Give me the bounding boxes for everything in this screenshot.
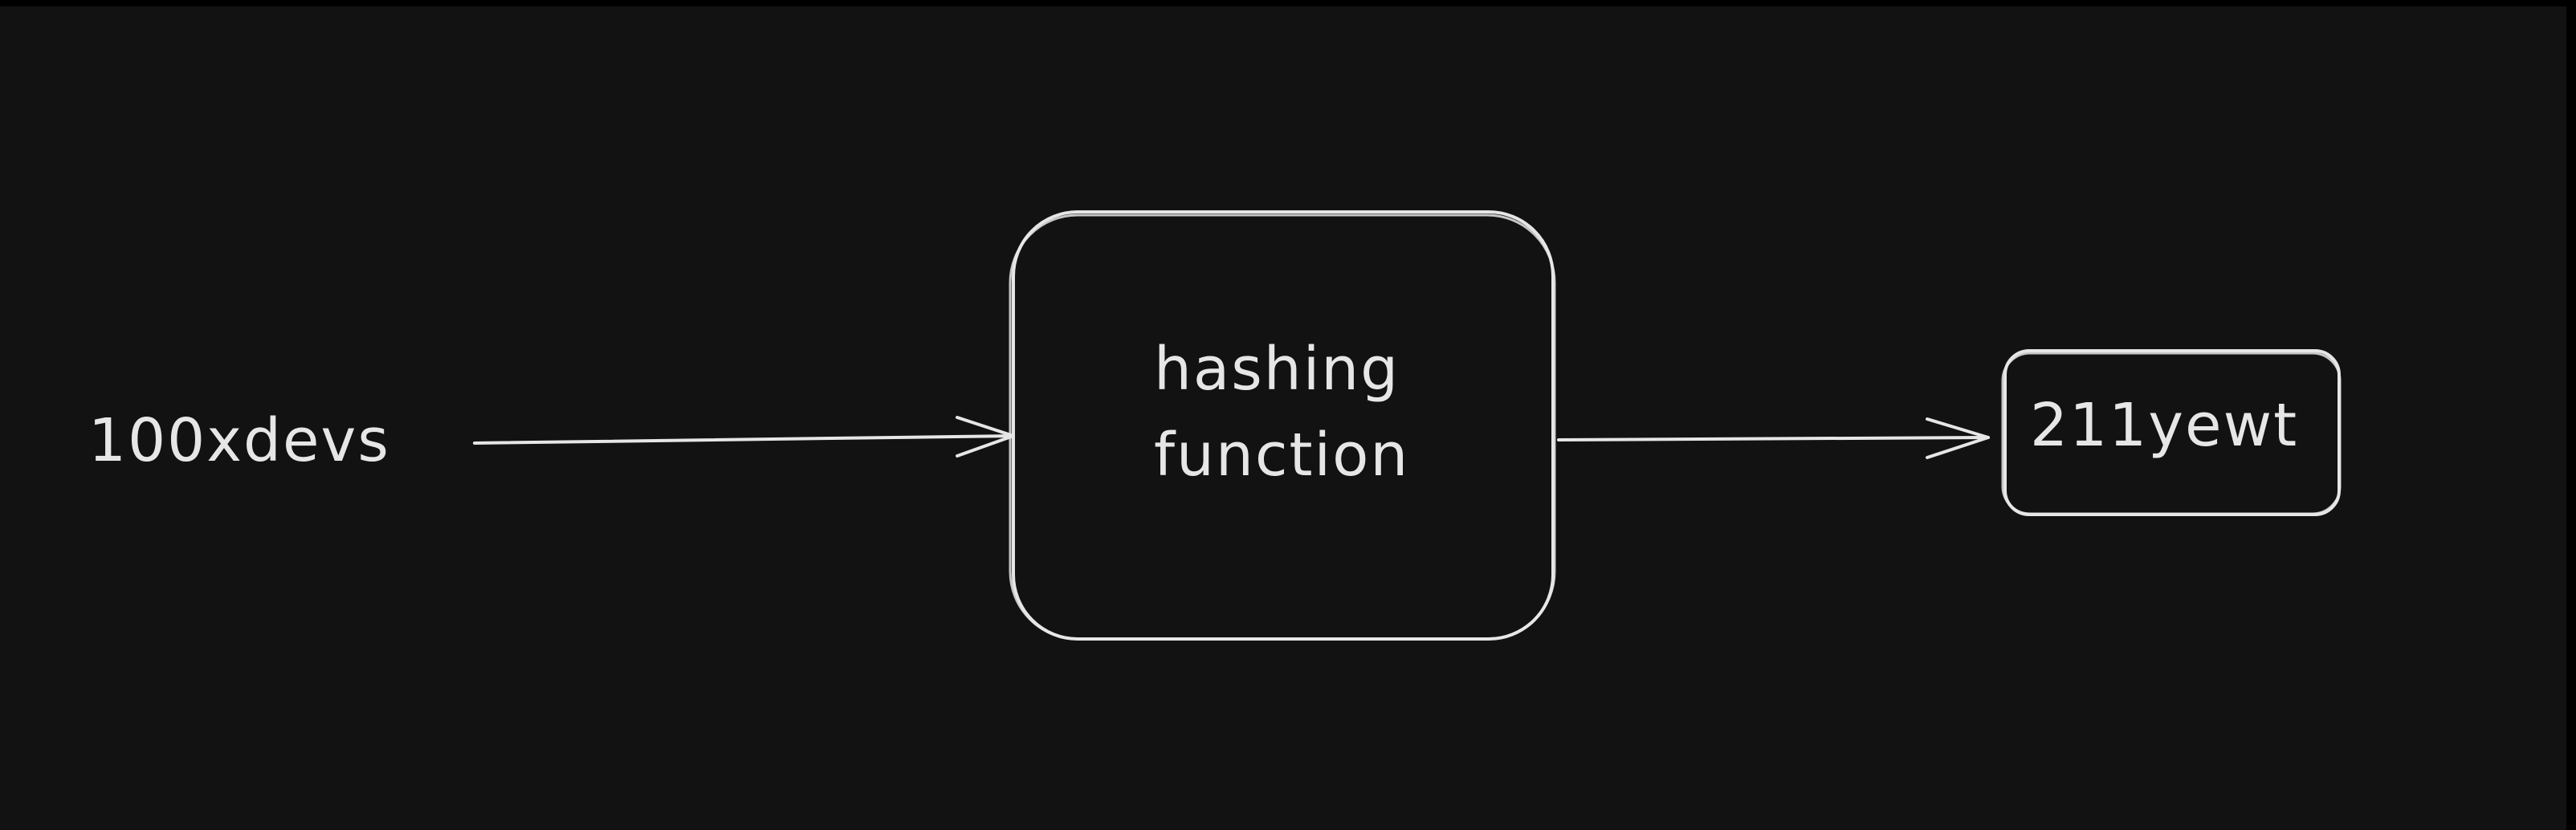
hashing-function-box[interactable]: hashing function [1009,210,1556,641]
output-box[interactable]: 211yewt [2001,349,2342,516]
output-box-outline-sketch [2001,352,2342,515]
arrow-function-to-output[interactable] [1557,417,1990,459]
process-label-line1: hashing [1154,335,1400,404]
arrow-input-head-bottom [956,434,1015,458]
process-label-line2: function [1154,421,1409,490]
box-outline-sketch [1009,214,1556,641]
arrow-output-head-top [1926,417,1990,439]
output-label: 211yewt [2030,391,2298,460]
arrow-input-head-top [956,416,1015,437]
arrow-output-shaft [1557,436,1990,441]
input-label[interactable]: 100xdevs [88,406,390,475]
arrow-input-shaft [473,434,1015,445]
canvas [0,6,2566,830]
arrow-input-to-function[interactable] [473,416,1015,458]
arrow-output-head-bottom [1926,436,1990,459]
